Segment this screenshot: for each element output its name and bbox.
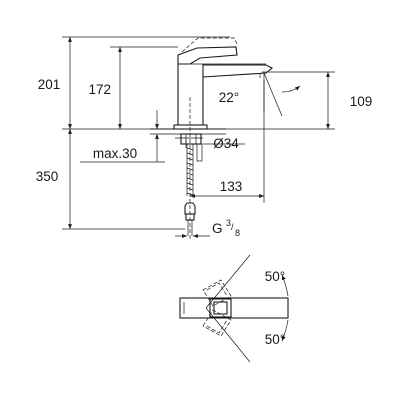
lever-square-inner [213, 301, 228, 315]
faucet-body [177, 64, 204, 125]
reach-label: 133 [220, 179, 243, 194]
hose-length-label: 350 [36, 169, 59, 184]
faucet-top-view [179, 254, 289, 363]
height-total-label: 201 [38, 77, 61, 92]
lever-square-outer [209, 298, 232, 318]
spout-dimensions [226, 71, 335, 130]
connection-fraction-den: 8 [235, 228, 240, 238]
hole-diameter-label: Ø34 [213, 136, 239, 151]
connection-fraction-num: 3 [226, 218, 231, 228]
lever-angle-upper-label: 50° [265, 269, 285, 284]
lever-handle [177, 46, 238, 65]
connection-fraction-slash: / [231, 222, 234, 232]
mounting-nut [180, 133, 202, 145]
height-spout-label: 172 [88, 82, 111, 97]
deck-dimensions [80, 110, 245, 163]
hose-connector [184, 202, 196, 215]
lever-handle-ghost [181, 37, 239, 53]
reach-dimension [190, 80, 265, 203]
base-plate [173, 124, 208, 130]
spout-height-label: 109 [350, 94, 373, 109]
lever-angle-lower-label: 50° [265, 332, 285, 347]
faucet-body-top [179, 297, 289, 319]
threaded-rod [196, 143, 203, 162]
max-deck-label: max.30 [93, 146, 137, 161]
connection-thread-label: G [212, 221, 223, 236]
faucet-side-view [150, 37, 273, 240]
spout-angle-label: 22° [219, 90, 239, 105]
faucet-spout [202, 64, 273, 78]
vertical-dimensions-left [62, 36, 230, 230]
